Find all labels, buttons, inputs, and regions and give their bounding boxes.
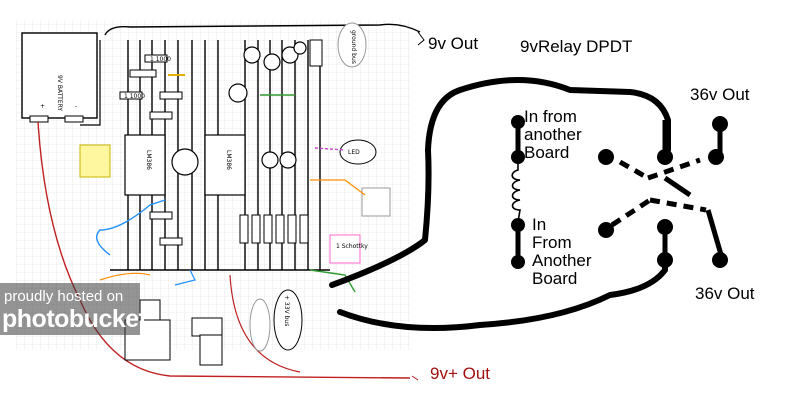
watermark-line1: proudly hosted on [4, 288, 124, 305]
top-bus-wire [104, 23, 421, 36]
battery-minus: - [75, 103, 77, 110]
capacitors [171, 41, 307, 176]
out-36v-bottom-label: 36v Out [695, 284, 755, 303]
ic-chip-2: LM386 [204, 134, 246, 196]
out-9v-label: 9v Out [428, 34, 479, 53]
in-bottom-label: In From Another Board [532, 215, 592, 288]
orange-wire-2 [310, 179, 366, 196]
out-36v-top-label: 36v Out [690, 85, 750, 104]
svg-text:1 Schottky: 1 Schottky [336, 243, 368, 250]
in-top-label: In from another Board [524, 107, 582, 162]
schottky-note [329, 234, 361, 264]
svg-text:1 1000: 1 1000 [150, 56, 171, 63]
diode [309, 39, 323, 67]
led-note [339, 139, 377, 165]
battery-neg-wire [80, 40, 101, 126]
blue-wire-2 [174, 269, 196, 286]
watermark-line2: photobucket [2, 305, 147, 333]
out-9v-plus-label: 9v+ Out [430, 364, 491, 383]
purple-wire [314, 147, 346, 151]
svg-text:LED: LED [348, 149, 360, 156]
bottom-module-3 [191, 317, 223, 337]
bottom-module-4 [199, 334, 223, 366]
right-note [361, 187, 391, 217]
resistors [119, 54, 309, 246]
relay-dpdt [511, 115, 728, 269]
yellow-note [79, 144, 111, 178]
svg-text:ground bus: ground bus [350, 30, 357, 64]
svg-text:1 1000: 1 1000 [124, 93, 145, 100]
orange-wire [99, 272, 151, 281]
battery-plus: + [40, 103, 45, 110]
svg-text:+ 33V bus: + 33V bus [283, 295, 290, 326]
ground-bus-note [337, 22, 367, 68]
bus-note-2 [249, 298, 271, 352]
relay-title: 9vRelay DPDT [520, 37, 633, 56]
svg-text:LM386: LM386 [145, 150, 152, 170]
thick-wires [329, 77, 671, 331]
blue-wire [96, 199, 166, 256]
bus-33v-note [273, 289, 303, 351]
green-wire-2 [309, 269, 356, 293]
red-wire-mid [229, 274, 301, 373]
battery-label: 9V BATTERY [56, 75, 63, 111]
svg-text:LM386: LM386 [225, 150, 232, 170]
ic-chip-1: LM386 [124, 134, 166, 196]
photobucket-watermark: proudly hosted on photobucket [0, 283, 147, 335]
battery: 9V BATTERY + - [21, 32, 98, 123]
